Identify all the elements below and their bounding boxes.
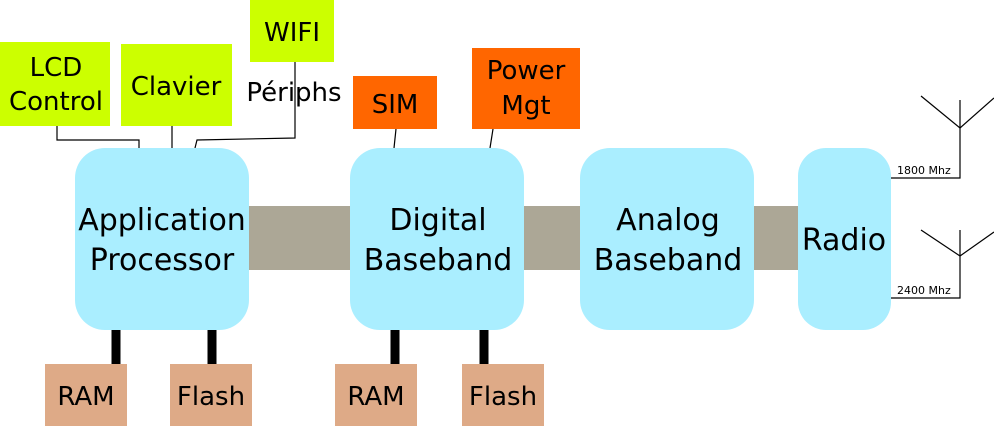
ram-box-2: RAM [335,364,417,426]
flash2-label: Flash [469,382,537,412]
analog-label-line2: Baseband [594,243,743,278]
digital-baseband-block: Digital Baseband [350,148,524,330]
sim-connector [393,128,397,149]
antenna-1800-label: 1800 Mhz [897,164,951,177]
flash1-label: Flash [177,382,245,412]
power-label-line2: Mgt [501,91,550,121]
flash-box-1: Flash [170,364,252,426]
application-processor-block: Application Processor [75,148,249,330]
bus-analog-radio [752,206,800,270]
app-label-line1: Application [78,203,246,238]
power-mgt-box: Power Mgt [472,48,580,129]
power-connector [489,128,494,149]
bus-app-digital [248,206,352,270]
digital-label-line1: Digital [389,203,486,238]
power-label-line1: Power [487,56,566,86]
sim-label: SIM [372,90,419,120]
ram2-label: RAM [347,382,404,412]
analog-baseband-block: Analog Baseband [580,148,754,330]
sim-box: SIM [353,76,437,129]
radio-label: Radio [802,223,886,258]
radio-block: Radio [798,148,891,330]
ram-box-1: RAM [45,364,127,426]
digital-label-line2: Baseband [364,243,513,278]
wifi-label: WIFI [264,18,320,48]
ram1-label: RAM [57,382,114,412]
antenna-2400-label: 2400 Mhz [897,284,951,297]
flash-box-2: Flash [462,364,544,426]
wifi-connector [194,62,296,149]
analog-label-line1: Analog [616,203,720,238]
clavier-label: Clavier [131,72,222,102]
clavier-box: Clavier [121,44,232,126]
antenna-1800-icon [891,95,994,179]
wifi-box: WIFI [250,0,334,62]
periphs-label: Périphs [246,78,341,108]
app-label-line2: Processor [90,243,235,278]
antenna-2400-icon [891,229,994,299]
lcd-label-line1: LCD [30,53,83,83]
bus-digital-analog [522,206,582,270]
lcd-label-line2: Control [9,87,103,117]
lcd-control-box: LCD Control [0,42,110,126]
lcd-connector [56,126,140,148]
